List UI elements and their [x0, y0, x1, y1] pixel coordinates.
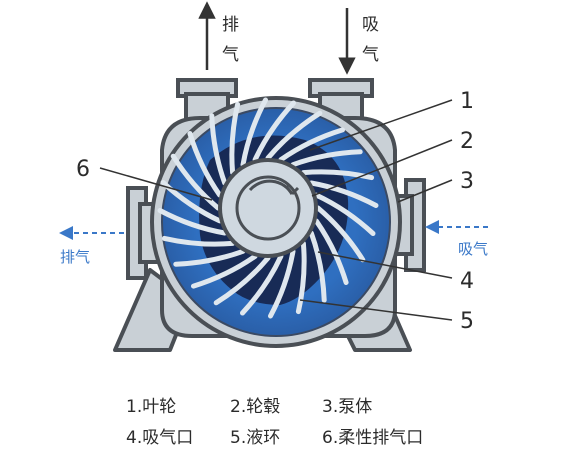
impeller-blade	[308, 230, 327, 303]
impeller-blade	[313, 218, 349, 285]
impeller-blade	[173, 248, 246, 267]
top-intake-label-2: 气	[362, 45, 379, 65]
top-intake-label-1: 吸	[362, 15, 379, 35]
side-exhaust-label: 排气	[60, 248, 90, 266]
impeller-blade	[157, 208, 228, 236]
callout-4: 4	[460, 269, 474, 294]
top-exhaust-label-1: 排	[222, 15, 239, 35]
impeller-blade	[278, 127, 345, 163]
impeller-blade	[213, 255, 271, 306]
impeller-blade	[240, 97, 268, 168]
impeller-blade	[209, 113, 228, 186]
callout-2: 2	[460, 129, 474, 154]
impeller-blade	[315, 205, 366, 263]
impeller-blade	[300, 169, 375, 181]
top-exhaust-label-2: 气	[222, 45, 239, 65]
impeller-blade	[268, 248, 296, 319]
impeller-blade	[187, 131, 223, 198]
hub	[218, 158, 318, 258]
callout-5: 5	[460, 309, 474, 334]
legend-item-impeller: 1.叶轮	[126, 397, 177, 417]
impeller-blade	[161, 235, 236, 247]
legend-item-pump-body: 3.泵体	[322, 397, 373, 417]
legend-item-liquid-ring: 5.液环	[230, 428, 281, 448]
callout-3: 3	[460, 169, 474, 194]
side-intake-label: 吸气	[458, 240, 488, 258]
impeller-blade	[252, 100, 296, 163]
impeller-blade	[229, 101, 241, 176]
callout-6: 6	[76, 157, 90, 182]
callout-1: 1	[460, 89, 474, 114]
callout-leaders	[99, 99, 453, 321]
impeller-blade	[191, 253, 258, 289]
impeller-blade	[170, 153, 221, 211]
legend-item-hub: 2.轮毂	[230, 397, 281, 417]
impeller-blade	[240, 253, 284, 316]
impeller-blade	[313, 192, 376, 236]
impeller-blade	[290, 149, 363, 168]
impeller-blade	[308, 180, 379, 208]
legend-item-flexible-exhaust: 6.柔性排气口	[322, 428, 424, 448]
impeller-blade	[295, 240, 307, 315]
impeller-blade	[265, 110, 323, 161]
legend-item-suction-port: 4.吸气口	[126, 428, 194, 448]
